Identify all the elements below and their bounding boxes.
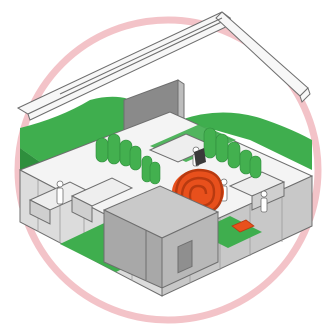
person-icon — [57, 181, 63, 204]
person-icon — [261, 191, 267, 212]
